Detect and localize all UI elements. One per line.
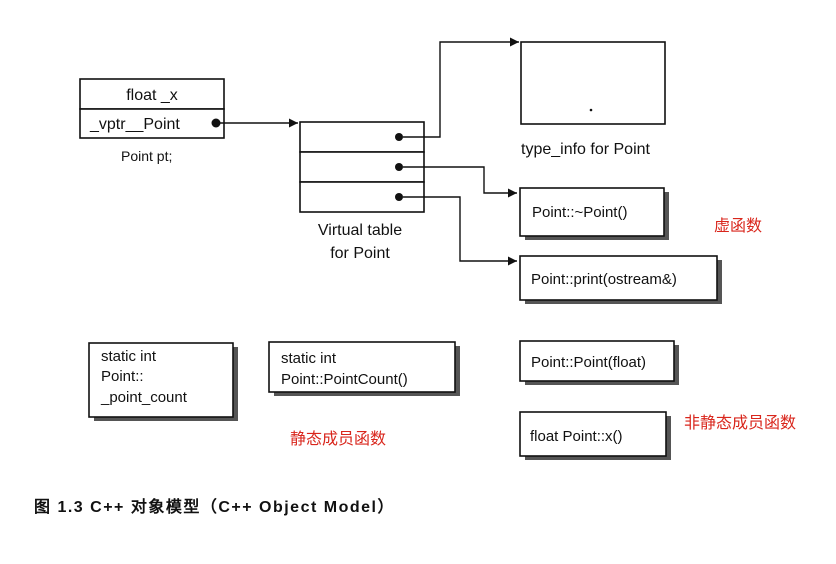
object-name-label: Point pt;	[121, 148, 172, 164]
static-data-line3: _point_count	[100, 389, 188, 406]
vptr-pointer-dot	[211, 118, 221, 128]
static-function-box: static int Point::PointCount()	[268, 341, 460, 396]
nonstatic-function-note: 非静态成员函数	[684, 414, 796, 432]
vtable-label-line2: for Point	[330, 245, 390, 262]
destructor-label: Point::~Point()	[532, 204, 627, 221]
static-data-member-box: static int Point:: _point_count	[88, 342, 238, 421]
type-info-label: type_info for Point	[521, 141, 651, 158]
type-info-box: type_info for Point	[520, 41, 666, 158]
virtual-print-box: Point::print(ostream&)	[519, 255, 722, 304]
static-data-line2: Point::	[101, 368, 144, 385]
accessor-box: float Point::x()	[519, 411, 671, 460]
virtual-destructor-box: Point::~Point()	[519, 187, 669, 240]
constructor-box: Point::Point(float)	[519, 340, 679, 385]
destructor-arrow	[403, 166, 517, 198]
print-arrow	[403, 196, 517, 266]
type-info-arrow	[403, 37, 519, 138]
static-function-line2: Point::PointCount()	[281, 371, 408, 388]
virtual-table: Virtual table for Point	[299, 121, 425, 262]
accessor-label: float Point::x()	[530, 428, 623, 445]
member-float-x-label: float _x	[126, 87, 178, 104]
constructor-label: Point::Point(float)	[531, 354, 646, 371]
print-label: Point::print(ostream&)	[531, 271, 677, 288]
virtual-function-note: 虚函数	[714, 217, 762, 235]
type-info-speck	[589, 108, 593, 112]
point-object: float _x _vptr__Point Point pt;	[79, 78, 225, 164]
vtable-label-line1: Virtual table	[318, 222, 402, 239]
static-data-line1: static int	[101, 348, 157, 365]
vtable-slot-1-dot	[395, 163, 403, 171]
figure-caption: 图 1.3 C++ 对象模型（C++ Object Model）	[34, 497, 395, 516]
static-function-note: 静态成员函数	[290, 430, 386, 448]
vtable-slot-2-dot	[395, 193, 403, 201]
vptr-label: _vptr__Point	[89, 116, 180, 133]
static-function-line1: static int	[281, 350, 337, 367]
vtable-slot-0-dot	[395, 133, 403, 141]
